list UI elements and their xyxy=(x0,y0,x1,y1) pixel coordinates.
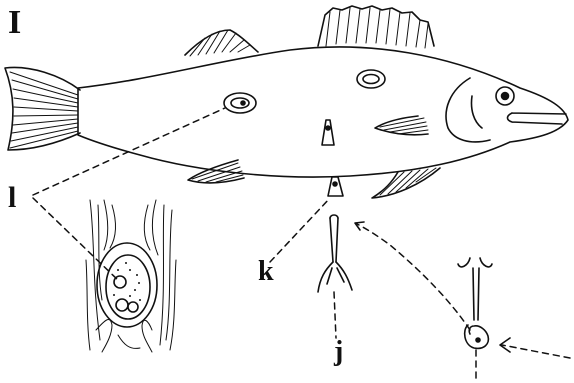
label-l: l xyxy=(8,183,16,213)
cycle-arrow xyxy=(357,224,470,330)
muscle-tissue xyxy=(86,200,176,352)
snail-arrow xyxy=(502,345,570,358)
fish xyxy=(5,6,568,198)
forked-cercaria-j xyxy=(318,215,352,292)
plate-number: I xyxy=(8,6,21,40)
fish-body-outline xyxy=(78,47,568,177)
label-j: j xyxy=(334,338,343,366)
cercaria-with-snail xyxy=(458,258,492,348)
fish-mouth xyxy=(508,113,567,124)
dorsal-fin-front xyxy=(185,30,258,55)
leader-k xyxy=(270,198,330,262)
gill-cover xyxy=(446,78,490,142)
cyst-on-body xyxy=(224,93,256,113)
cyst-enlarged xyxy=(97,243,157,327)
arrowhead-cycle xyxy=(355,222,364,230)
cercaria-k xyxy=(328,177,343,196)
leader-j xyxy=(334,292,336,338)
label-k: k xyxy=(258,258,274,286)
cyst-on-body-dorsal xyxy=(357,70,385,88)
cyst-on-body-ventral xyxy=(322,120,334,145)
